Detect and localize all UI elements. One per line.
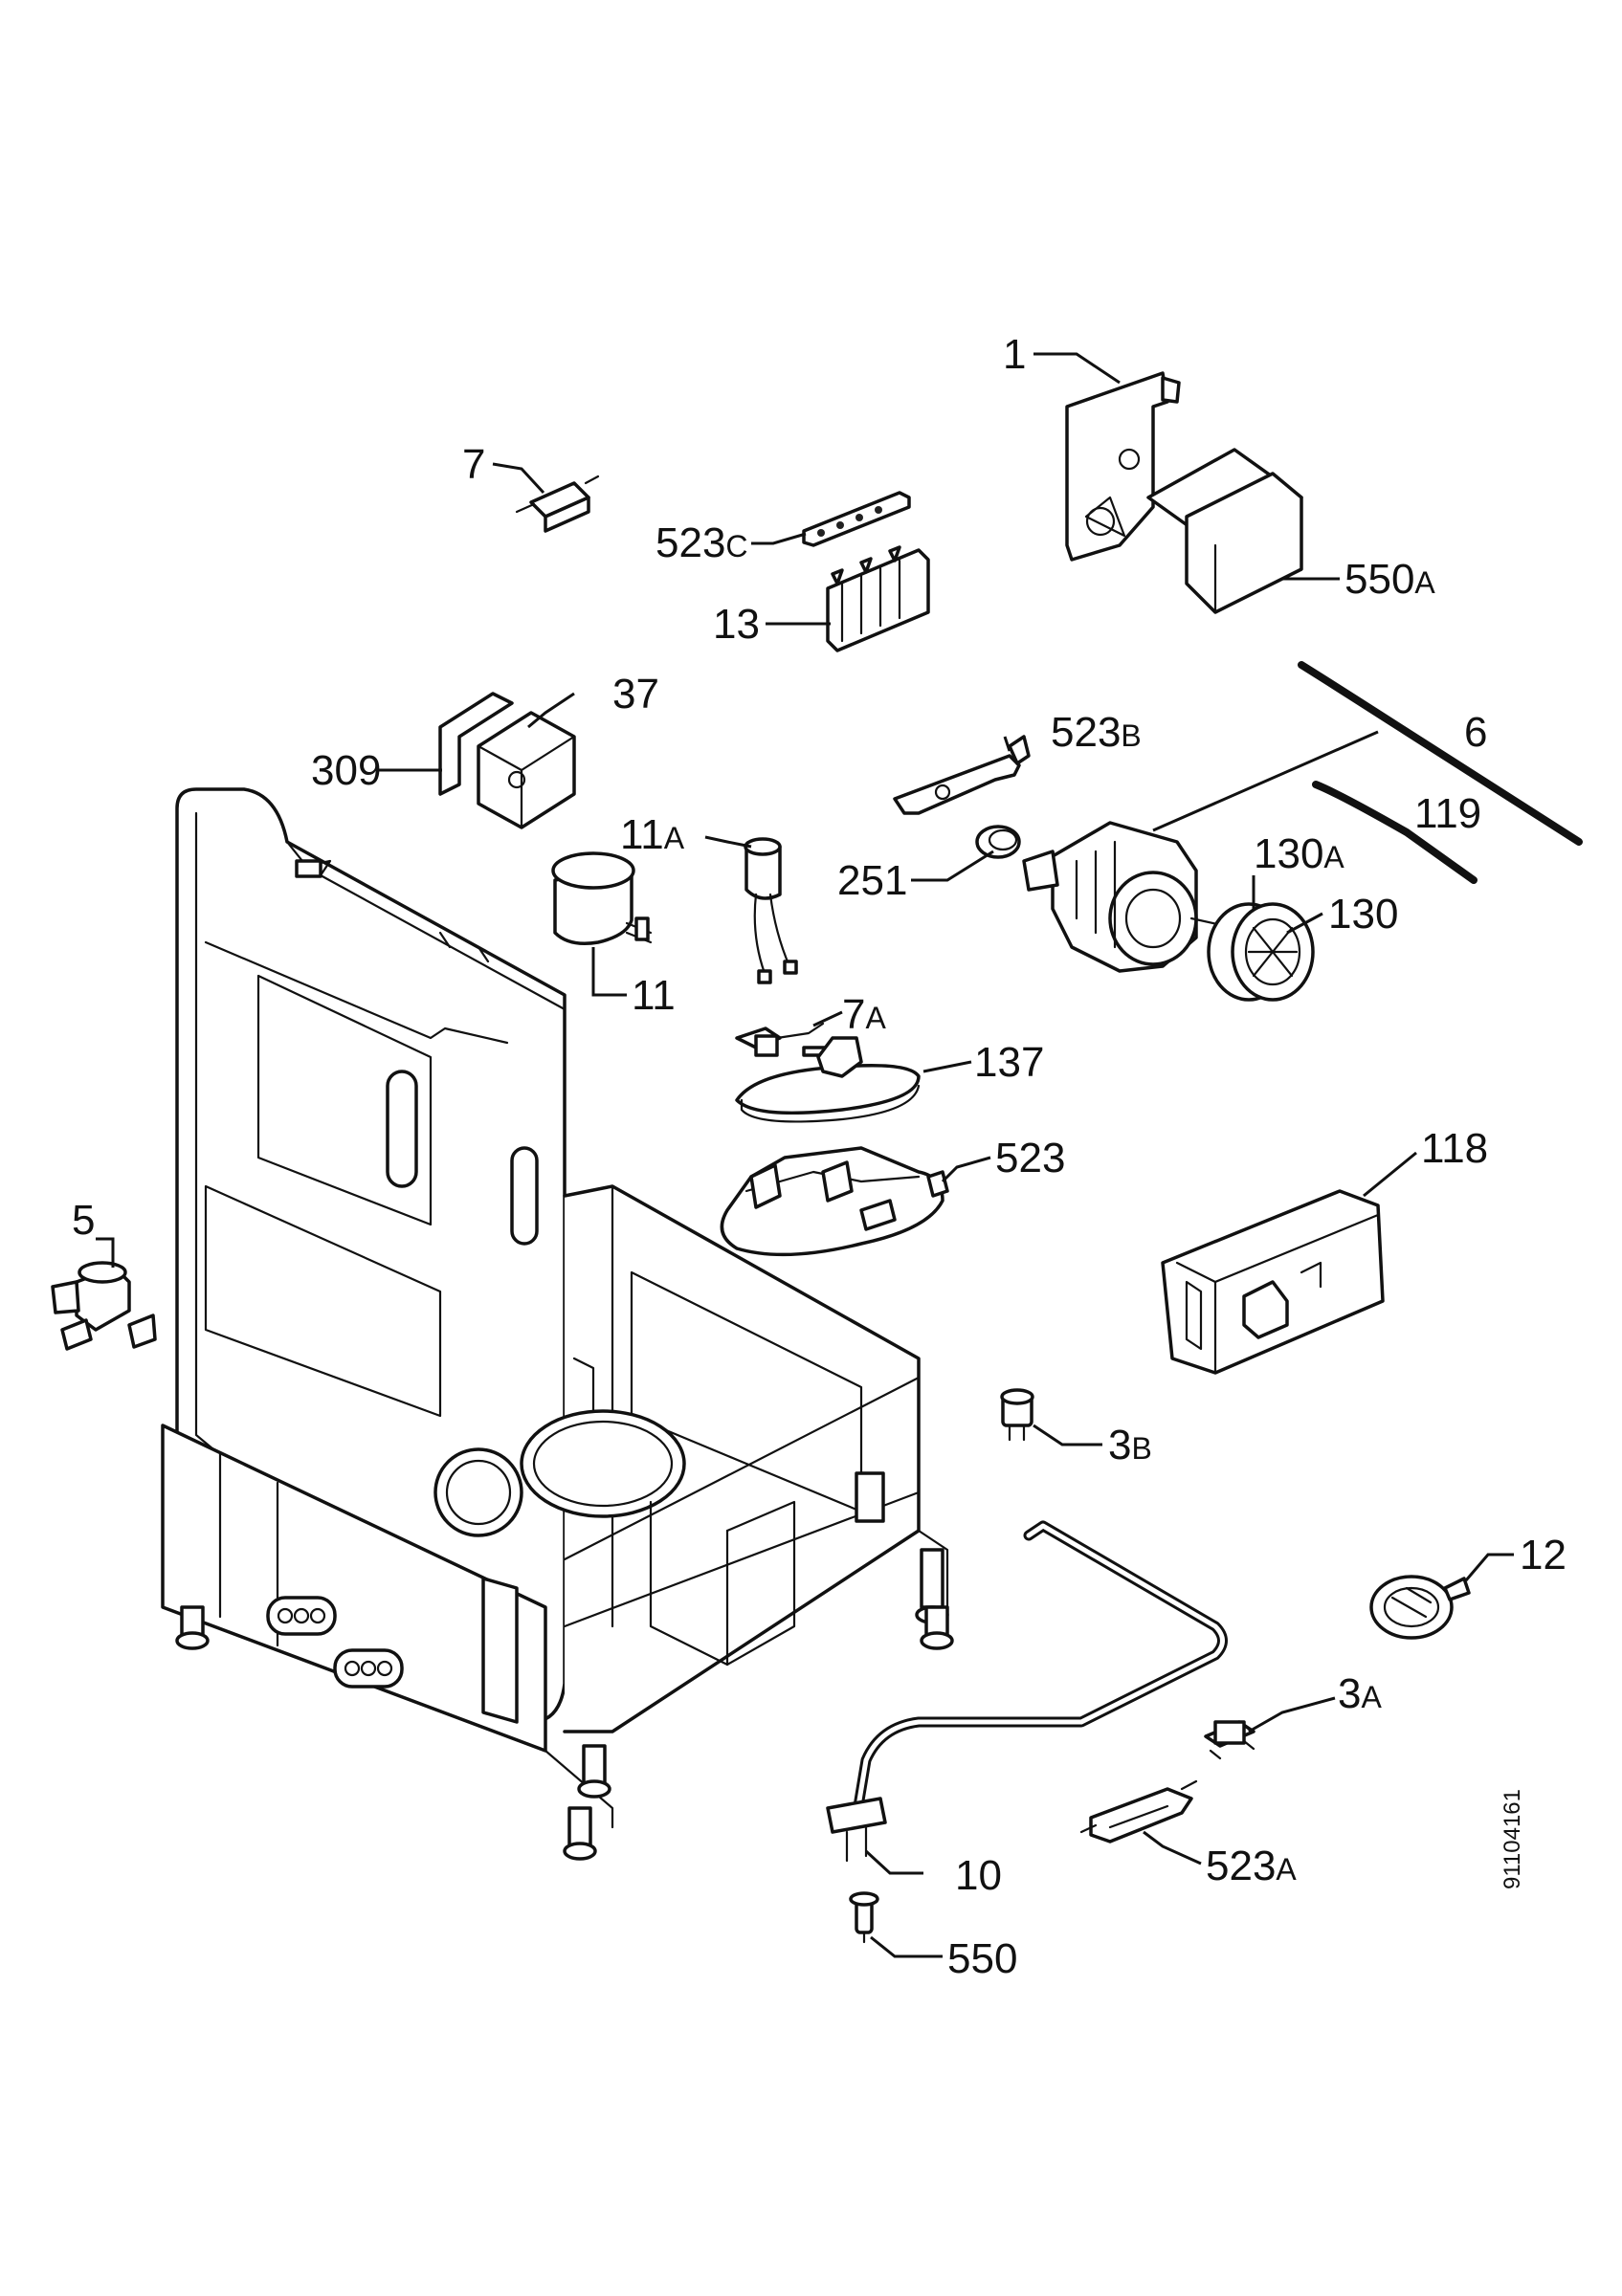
part-523-cover xyxy=(720,1146,949,1257)
part-11a-suppressor xyxy=(744,837,798,984)
label-37: 37 xyxy=(612,671,659,718)
part-1-timer xyxy=(1065,371,1181,562)
part-550-pin xyxy=(849,1891,879,1944)
part-137-float xyxy=(735,1036,921,1123)
document-id: 91104161 xyxy=(1500,1789,1525,1889)
label-137: 137 xyxy=(974,1039,1044,1086)
leader-lines xyxy=(96,352,1514,1958)
part-523c-strip xyxy=(802,491,911,547)
part-11-capacitor xyxy=(551,851,653,945)
label-12: 12 xyxy=(1520,1532,1566,1578)
label-118: 118 xyxy=(1421,1125,1488,1172)
label-130a: 130A xyxy=(1254,830,1344,877)
label-251: 251 xyxy=(837,857,907,904)
part-10-heater xyxy=(826,1520,1228,1863)
label-309: 309 xyxy=(311,747,381,794)
label-3a: 3A xyxy=(1338,1670,1382,1717)
label-3b: 3B xyxy=(1108,1422,1152,1468)
part-118-dispenser xyxy=(1161,1189,1385,1375)
tub-frame-assembly xyxy=(161,787,954,1861)
label-5: 5 xyxy=(72,1197,95,1244)
part-12-thermostat xyxy=(1369,1575,1471,1640)
part-6-hose xyxy=(1298,661,1583,846)
label-523: 523 xyxy=(995,1135,1065,1181)
label-11: 11 xyxy=(632,972,676,1019)
part-550a-box xyxy=(1146,448,1303,614)
part-3b-sensor xyxy=(1000,1388,1034,1442)
part-37-relay xyxy=(477,711,576,829)
part-523a-bracket xyxy=(1079,1779,1198,1843)
part-13-terminal-block xyxy=(826,545,930,652)
part-130-impeller xyxy=(1207,902,1315,1002)
label-1: 1 xyxy=(1003,331,1026,378)
part-5-inlet-valve xyxy=(51,1261,157,1351)
part-labels: 1 7 523C 13 550A 37 309 523B 6 119 11A 2… xyxy=(72,331,1566,1982)
part-309-bracket xyxy=(438,692,514,796)
label-6: 6 xyxy=(1464,709,1487,756)
part-7-switch xyxy=(515,475,600,533)
label-550: 550 xyxy=(947,1935,1017,1982)
label-13: 13 xyxy=(713,601,760,648)
label-7: 7 xyxy=(462,441,485,488)
part-pump-motor xyxy=(1022,821,1236,973)
label-10: 10 xyxy=(955,1852,1002,1899)
part-7a-switch xyxy=(735,1022,833,1057)
label-7a: 7A xyxy=(842,991,886,1038)
label-523a: 523A xyxy=(1206,1843,1297,1889)
label-550a: 550A xyxy=(1344,556,1435,603)
label-523b: 523B xyxy=(1051,709,1142,756)
label-11a: 11A xyxy=(620,811,685,858)
part-119-hose xyxy=(1312,781,1478,884)
label-130: 130 xyxy=(1328,891,1398,938)
part-523b-bracket xyxy=(893,735,1031,815)
label-523c: 523C xyxy=(655,519,748,566)
part-251-plug xyxy=(975,825,1021,859)
part-3a-sensor xyxy=(1204,1720,1255,1760)
label-119: 119 xyxy=(1414,790,1481,837)
